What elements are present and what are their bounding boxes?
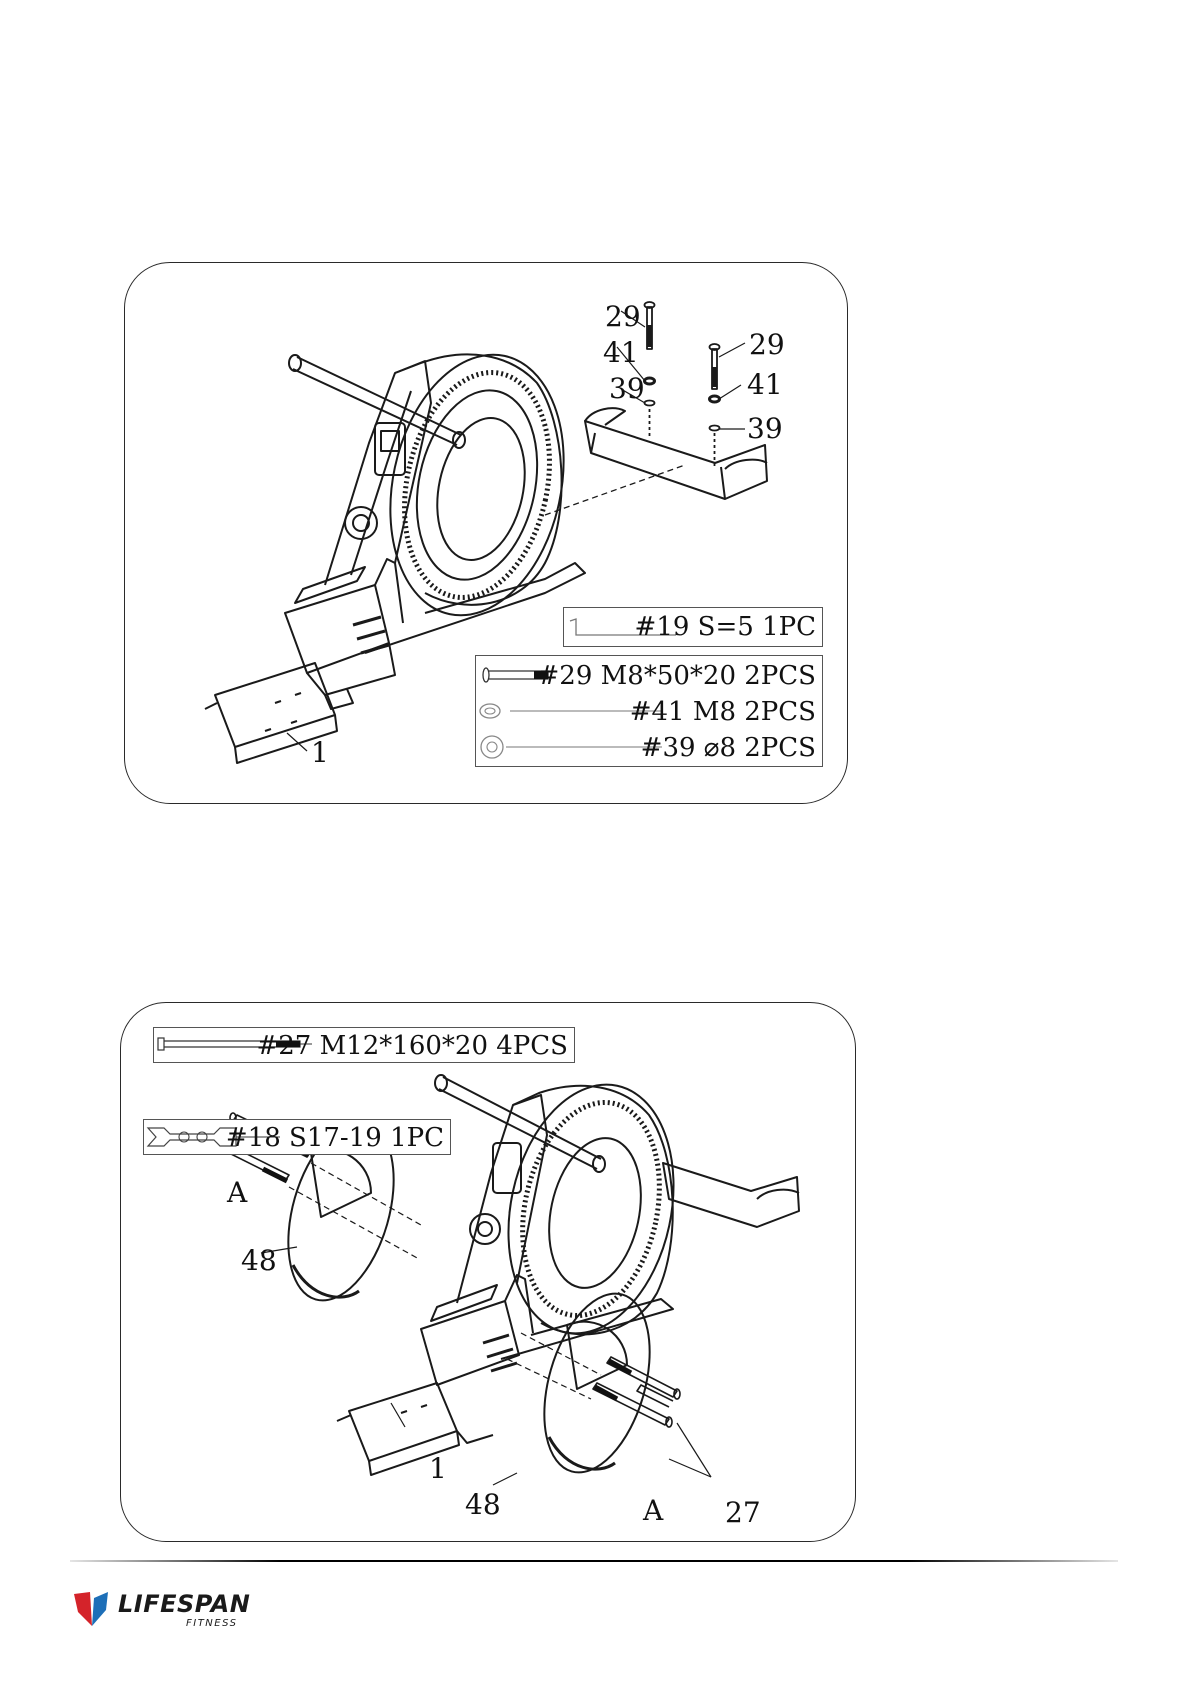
callout-bolt-29-left: 29 [605,303,641,331]
parts-legend-long-bolt: #27 M12*160*20 4PCS [153,1027,575,1063]
assembly-step-1-panel: 29 41 39 29 41 39 1 #19 S=5 1PC #29 M8*5… [124,262,848,804]
parts-legend-hardware: #29 M8*50*20 2PCS #41 M8 2PCS #39 ⌀8 2PC… [475,655,823,767]
callout-long-bolt-27-right: 27 [725,1499,761,1527]
assembly-step-2-panel: 27 A 48 1 48 A 27 #27 M12*160*20 4PCS #1… [120,1002,856,1542]
legend-row: #18 S17-19 1PC [144,1120,450,1154]
parts-legend-tool: #19 S=5 1PC [563,607,823,647]
callout-flat-washer-39-left: 39 [609,375,645,403]
callout-foot-cover-48-left: 48 [241,1247,277,1275]
legend-part-code: #18 S17-19 1PC [226,1123,444,1153]
brand-subtitle: FITNESS [186,1618,237,1629]
legend-row: #27 M12*160*20 4PCS [154,1028,574,1062]
callout-flat-washer-39-right: 39 [747,415,783,443]
callout-foot-cover-48-right: 48 [465,1491,501,1519]
brand-name: LIFESPAN [118,1590,250,1618]
callout-bolt-29-right: 29 [749,331,785,359]
legend-part-code: #19 S=5 1PC [635,612,816,642]
lifespan-fitness-logo: LIFESPAN FITNESS [72,1588,252,1628]
legend-row: #19 S=5 1PC [564,609,822,643]
flat-washer-icon [476,730,666,764]
legend-part-code: #27 M12*160*20 4PCS [256,1031,568,1061]
lifespan-heart-icon [72,1588,112,1628]
legend-part-code: #41 M8 2PCS [630,697,816,727]
parts-legend-wrench: #18 S17-19 1PC [143,1119,451,1155]
legend-row: #29 M8*50*20 2PCS [476,658,822,692]
rower-foot-cover-drawing [121,1003,855,1541]
footer-divider [70,1560,1118,1562]
legend-row: #41 M8 2PCS [476,694,822,728]
legend-part-code: #39 ⌀8 2PCS [641,733,816,763]
callout-spring-washer-41-left: 41 [603,339,639,367]
legend-part-code: #29 M8*50*20 2PCS [538,661,816,691]
callout-main-frame-1: 1 [429,1455,447,1483]
callout-bolt-position-a-right: A [643,1497,663,1525]
callout-spring-washer-41-right: 41 [747,371,783,399]
callout-main-frame-1: 1 [311,739,329,767]
callout-bolt-position-a-left: A [227,1179,247,1207]
legend-row: #39 ⌀8 2PCS [476,730,822,764]
